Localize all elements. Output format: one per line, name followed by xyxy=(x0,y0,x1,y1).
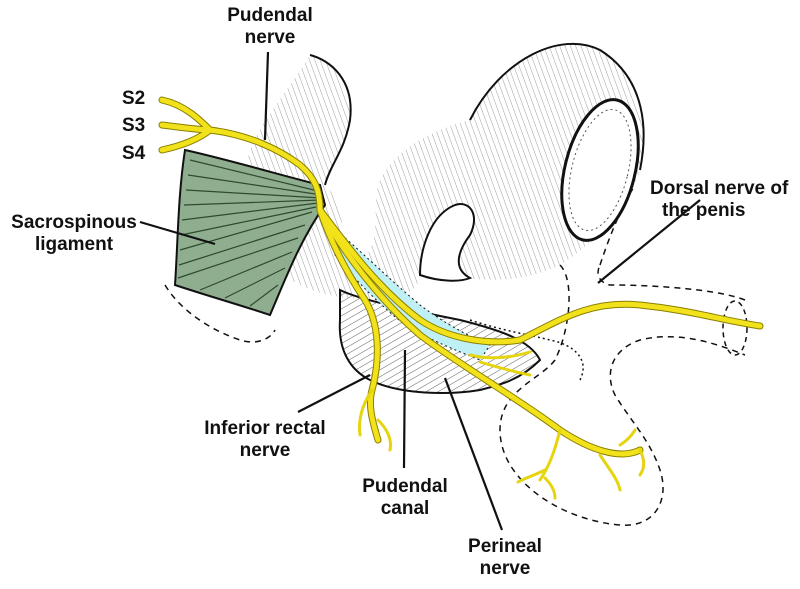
label-s2-text: S2 xyxy=(122,88,146,109)
label-perineal-line2: nerve xyxy=(479,558,531,579)
label-perineal-nerve: Perineal nerve xyxy=(450,536,560,580)
label-perineal-line1: Perineal xyxy=(468,536,542,557)
dashed-outline-left xyxy=(164,284,276,343)
label-s3-text: S3 xyxy=(122,115,146,136)
label-pudendal-canal: Pudendal canal xyxy=(350,476,460,520)
label-pudendal-nerve-line1: Pudendal xyxy=(227,5,313,26)
label-pudendal-nerve: Pudendal nerve xyxy=(210,5,330,49)
leader-lines xyxy=(139,51,701,531)
pelvic-bone-shading xyxy=(245,42,645,300)
label-dorsal-line1: Dorsal nerve of xyxy=(650,178,789,199)
dashed-outline-right xyxy=(499,184,746,526)
penis-end-outline xyxy=(722,300,748,356)
label-s4: S4 xyxy=(122,143,145,165)
pudendal-canal-region xyxy=(329,223,491,361)
label-s4-text: S4 xyxy=(122,143,146,164)
label-inferior-rectal-line2: nerve xyxy=(239,440,291,461)
label-pudendal-canal-line1: Pudendal xyxy=(362,476,448,497)
label-s3: S3 xyxy=(122,115,145,137)
label-inferior-rectal-line1: Inferior rectal xyxy=(204,418,326,439)
dotted-outline xyxy=(469,319,584,381)
label-pudendal-nerve-line2: nerve xyxy=(244,27,296,48)
label-pudendal-canal-line2: canal xyxy=(380,498,430,519)
nerves xyxy=(158,96,764,500)
label-sacrospinous-ligament: Sacrospinous ligament xyxy=(4,212,144,256)
label-dorsal-line2: the penis xyxy=(662,200,746,221)
label-dorsal-nerve-penis: Dorsal nerve of the penis xyxy=(650,178,788,222)
sacrospinous-ligament xyxy=(173,148,327,317)
label-sacrospinous-line2: ligament xyxy=(34,234,114,255)
label-s2: S2 xyxy=(122,88,145,110)
label-sacrospinous-line1: Sacrospinous xyxy=(11,212,137,233)
label-inferior-rectal-nerve: Inferior rectal nerve xyxy=(180,418,350,462)
